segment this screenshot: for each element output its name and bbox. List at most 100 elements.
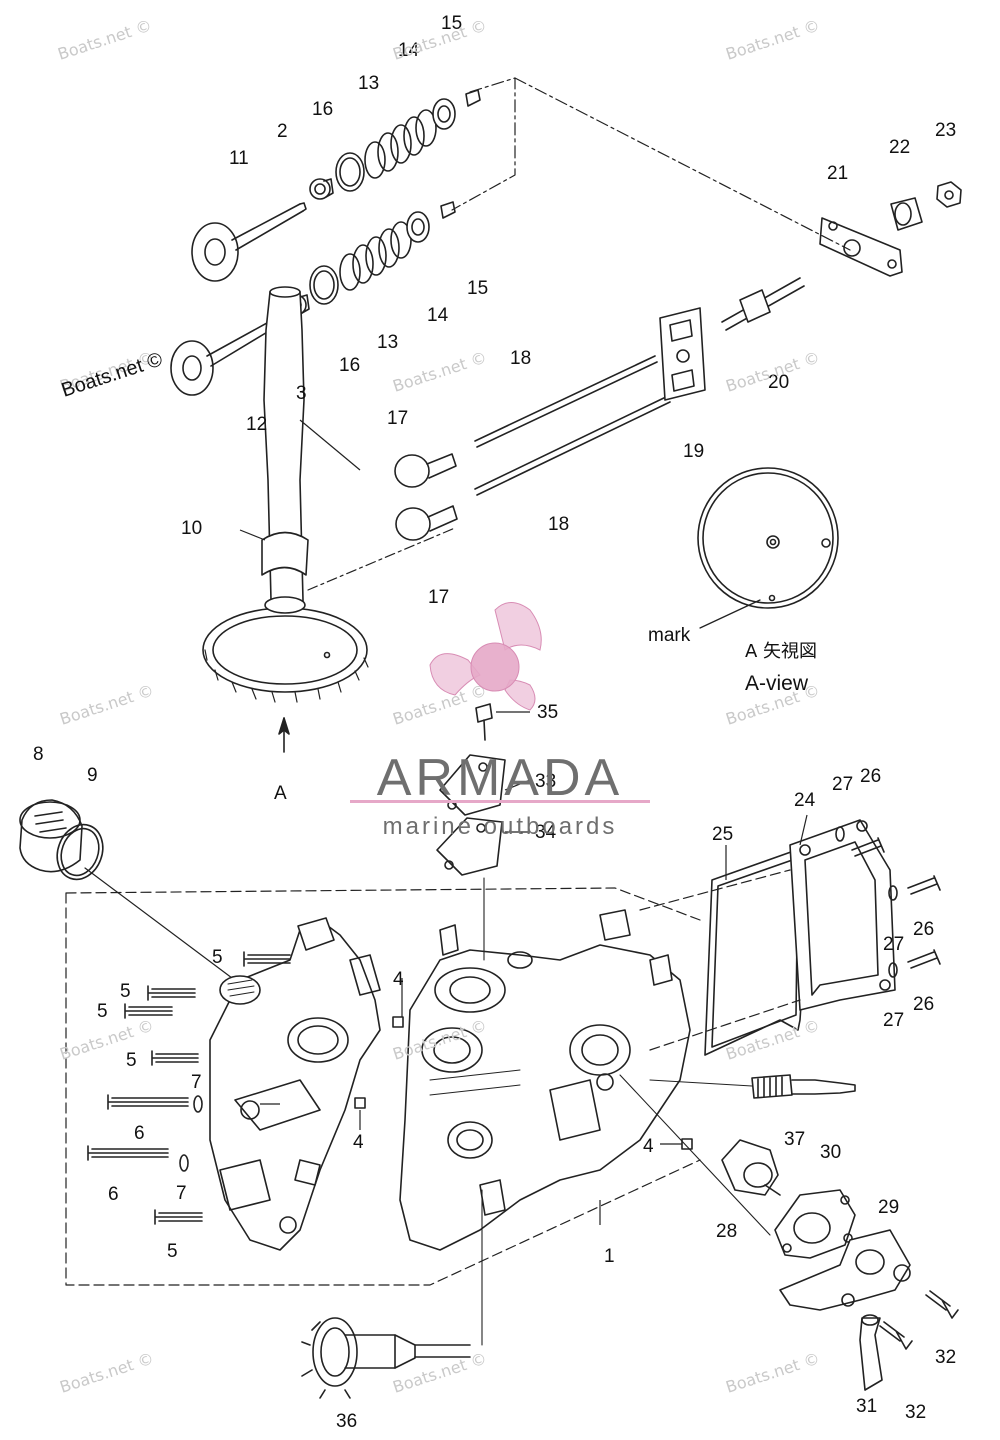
callout-28: 28 xyxy=(716,1221,737,1242)
callout-32: 32 xyxy=(935,1347,956,1368)
watermark-text: Boats.net © xyxy=(57,681,156,729)
callout-14: 14 xyxy=(398,40,420,61)
intake-valve-11 xyxy=(191,202,307,282)
callout-26: 26 xyxy=(860,766,881,787)
stud-bolt-20 xyxy=(721,277,805,331)
valve-seal-2 xyxy=(309,178,334,200)
callout-21: 21 xyxy=(827,163,848,184)
thermostat-28 xyxy=(721,1139,781,1196)
camshaft-10 xyxy=(202,286,369,703)
callout-9: 9 xyxy=(87,765,98,786)
callout-15: 15 xyxy=(441,13,462,34)
assembly-outline xyxy=(65,887,701,1286)
callout-2: 2 xyxy=(277,121,288,142)
callout-3: 3 xyxy=(296,383,307,404)
callout-23: 23 xyxy=(935,120,956,141)
callout-13: 13 xyxy=(358,73,379,94)
callout-14-2: 14 xyxy=(427,305,449,326)
callout-11: 11 xyxy=(229,148,249,169)
watermark-text: Boats.net © xyxy=(57,1349,156,1397)
callout-29: 29 xyxy=(878,1197,899,1218)
watermark-text: Boats.net © xyxy=(390,348,489,396)
washer-27 xyxy=(835,826,898,978)
rocker-plate-21 xyxy=(819,217,903,277)
thermostat-cover-29 xyxy=(779,1229,911,1311)
callout-4-3: 4 xyxy=(643,1136,654,1157)
callout-20: 20 xyxy=(768,372,789,393)
callout-10: 10 xyxy=(181,518,202,539)
breather-cover-24 xyxy=(789,819,896,1011)
callout-24: 24 xyxy=(794,790,816,811)
bolt-26 xyxy=(851,837,941,969)
callout-13-2: 13 xyxy=(377,332,398,353)
callout-17-2: 17 xyxy=(428,587,449,608)
callout-26-2: 26 xyxy=(913,919,934,940)
callout-6: 6 xyxy=(134,1123,145,1144)
callout-6-2: 6 xyxy=(108,1184,119,1205)
callout-22: 22 xyxy=(889,137,910,158)
crankcase-right-half xyxy=(399,909,691,1251)
screw-35 xyxy=(475,703,493,741)
callout-12: 12 xyxy=(246,414,267,435)
valve-cotter-15 xyxy=(440,89,481,219)
spring-seat-16 xyxy=(309,152,365,305)
valve-spring-13 xyxy=(339,109,437,291)
spark-plug-37 xyxy=(751,1074,856,1099)
push-rod-18 xyxy=(474,355,671,496)
callout-5-5: 5 xyxy=(167,1241,178,1262)
callout-27-3: 27 xyxy=(883,1010,904,1031)
governor-36 xyxy=(301,1317,471,1399)
callout-7: 7 xyxy=(191,1072,202,1093)
callout-5-4: 5 xyxy=(126,1050,137,1071)
view-caption-en: A-view xyxy=(745,672,809,695)
callout-5: 5 xyxy=(212,947,223,968)
brand-name: ARMADA xyxy=(377,749,623,807)
brand-tagline: marine outboards xyxy=(383,813,618,840)
callout-35: 35 xyxy=(537,702,558,723)
callout-8: 8 xyxy=(33,744,44,765)
callout-16-2: 16 xyxy=(339,355,360,376)
brand-logo: ARMADA marine outboards xyxy=(350,602,650,840)
callout-25: 25 xyxy=(712,824,733,845)
callout-4-2: 4 xyxy=(353,1132,364,1153)
callout-5-3: 5 xyxy=(97,1001,108,1022)
callout-1: 1 xyxy=(604,1246,615,1267)
spring-retainer-14 xyxy=(406,98,456,243)
callout-30: 30 xyxy=(820,1142,841,1163)
exhaust-valve-12 xyxy=(170,316,283,396)
view-arrow-label: A xyxy=(274,783,287,804)
oil-filler-cap-8 xyxy=(19,799,83,873)
callout-4: 4 xyxy=(393,969,404,990)
callout-26-3: 26 xyxy=(913,994,934,1015)
view-arrow xyxy=(278,717,290,753)
adjusting-nut-22 xyxy=(890,197,923,231)
bolt-32 xyxy=(879,1290,959,1350)
callout-18: 18 xyxy=(510,348,531,369)
washer-7 xyxy=(179,1095,203,1172)
mark-label: mark xyxy=(648,625,691,646)
lock-nut-23 xyxy=(936,181,962,208)
callout-15-2: 15 xyxy=(467,278,488,299)
watermark-text: Boats.net © xyxy=(57,1016,156,1064)
hose-clip-31 xyxy=(859,1314,883,1391)
callout-27-2: 27 xyxy=(883,934,904,955)
bolt-6 xyxy=(87,1094,189,1161)
callout-19: 19 xyxy=(683,441,704,462)
view-caption-jp: A 矢視図 xyxy=(745,641,817,662)
callout-31: 31 xyxy=(856,1396,877,1417)
callout-5-2: 5 xyxy=(120,981,131,1002)
callout-33: 33 xyxy=(535,771,556,792)
callout-32-2: 32 xyxy=(905,1402,926,1423)
callout-7-2: 7 xyxy=(176,1183,187,1204)
callout-27: 27 xyxy=(832,774,853,795)
callout-34: 34 xyxy=(535,822,557,843)
o-ring-9 xyxy=(56,823,104,881)
a-view-detail xyxy=(697,467,839,629)
callout-18-2: 18 xyxy=(548,514,569,535)
callout-36: 36 xyxy=(336,1411,357,1432)
watermark-text: Boats.net © xyxy=(55,16,154,64)
watermark-text: Boats.net © xyxy=(723,1349,822,1397)
valve-lifter-17 xyxy=(394,453,458,541)
watermark-text: Boats.net © xyxy=(723,16,822,64)
